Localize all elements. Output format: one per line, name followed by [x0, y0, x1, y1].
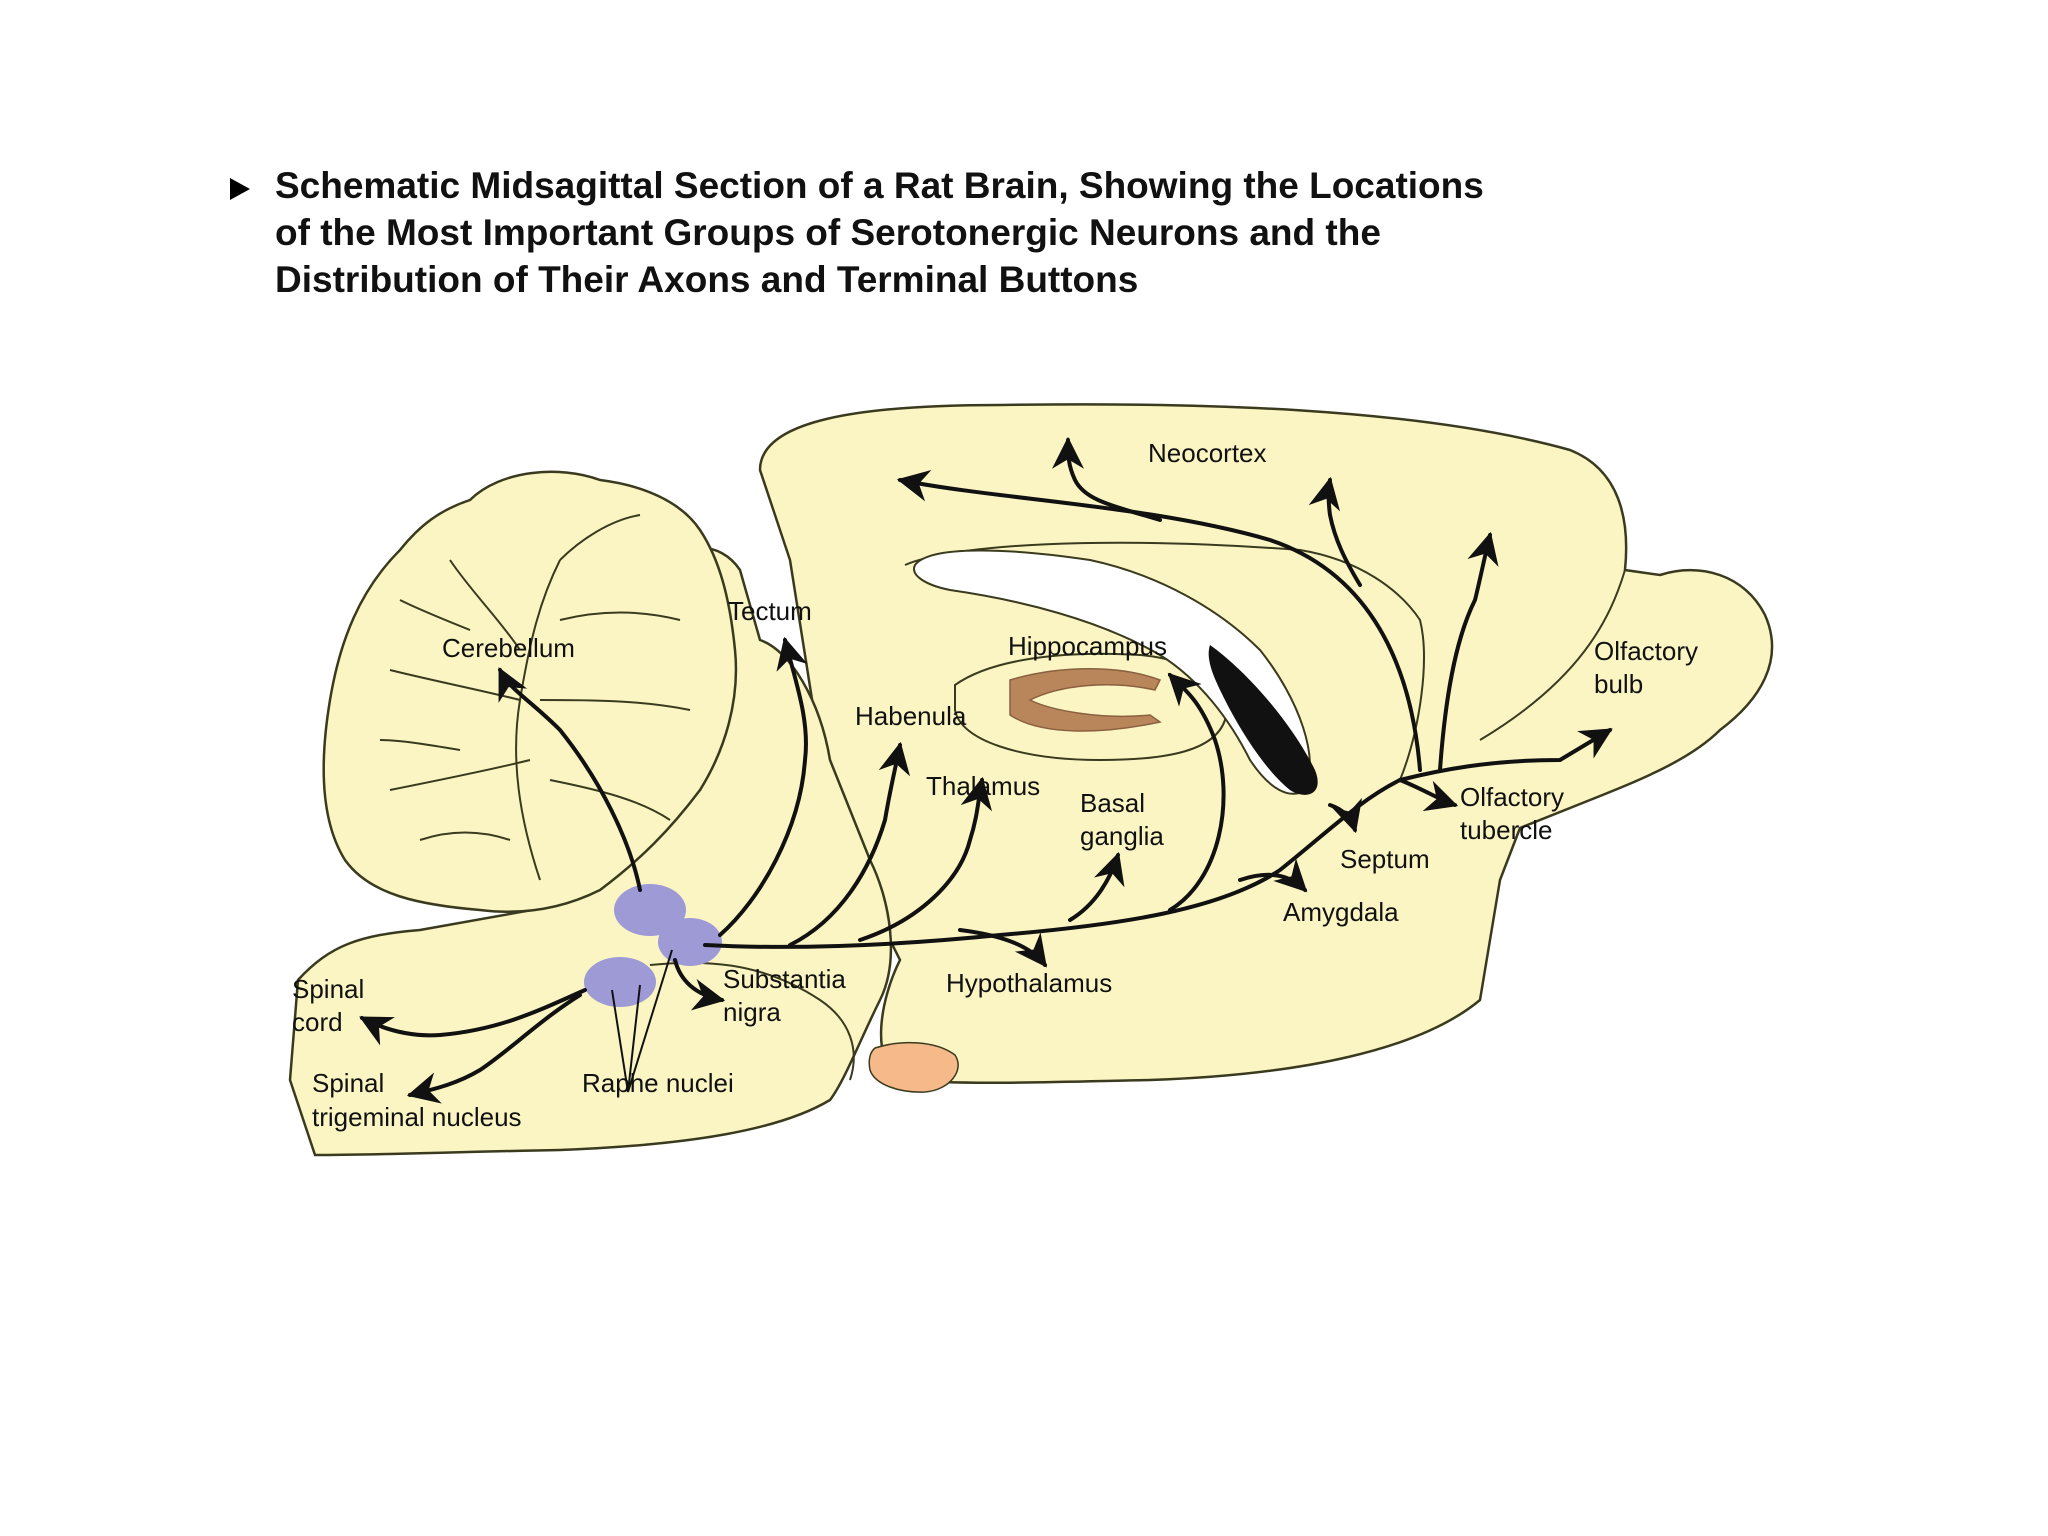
axon-to-septum [1328, 797, 1363, 834]
label-hippocampus: Hippocampus [1008, 631, 1167, 661]
label-basal-ganglia-1: Basal [1080, 788, 1145, 818]
right-triangle-bullet-icon [230, 178, 250, 200]
axon-to-habenula [788, 741, 911, 947]
title-line-1: Schematic Midsagittal Section of a Rat B… [275, 165, 1484, 206]
axon-to-neocortex-mid [1308, 476, 1362, 587]
label-neocortex: Neocortex [1148, 438, 1267, 468]
axon-main-trunk [703, 728, 1613, 949]
pituitary-region [868, 1041, 959, 1093]
label-thalamus: Thalamus [926, 771, 1040, 801]
label-basal-ganglia-2: ganglia [1080, 821, 1164, 851]
label-olfactory-bulb-1: Olfactory [1594, 636, 1698, 666]
title-line-2: of the Most Important Groups of Serotone… [275, 212, 1381, 253]
raphe-nuclei-cluster [584, 884, 722, 1007]
axon-to-spinal-trigeminal-nucleus [406, 993, 582, 1104]
label-substantia-nigra-2: nigra [723, 997, 781, 1027]
axon-to-basal-ganglia [1068, 851, 1125, 922]
label-spinal-trigeminal-2: trigeminal nucleus [312, 1102, 522, 1132]
ventricle-dark-region [1208, 645, 1318, 795]
axon-to-neocortex-rear [896, 469, 1422, 772]
axon-to-tectum [718, 636, 808, 937]
label-habenula: Habenula [855, 701, 967, 731]
title-line-3: Distribution of Their Axons and Terminal… [275, 259, 1139, 300]
label-olfactory-tubercle-1: Olfactory [1460, 782, 1564, 812]
label-amygdala: Amygdala [1283, 897, 1399, 927]
internal-boundaries [649, 541, 1626, 1081]
label-septum: Septum [1340, 844, 1430, 874]
label-raphe-nuclei: Raphe nuclei [582, 1068, 734, 1098]
axon-to-neocortex-front [1438, 531, 1499, 772]
axon-to-neocortex-top [1052, 436, 1162, 522]
axon-to-spinal-cord [359, 988, 587, 1046]
serotonergic-axons [359, 436, 1613, 1104]
label-hypothalamus: Hypothalamus [946, 968, 1112, 998]
label-olfactory-bulb-2: bulb [1594, 669, 1643, 699]
region-labels: Neocortex Tectum Cerebellum Hippocampus … [292, 438, 1698, 1132]
raphe-leader-lines [611, 949, 673, 1093]
axon-to-hypothalamus [958, 928, 1047, 968]
axon-to-amygdala [1238, 858, 1308, 893]
axon-to-thalamus [858, 776, 993, 942]
axon-to-olfactory-tubercle [1398, 778, 1459, 812]
title-text: Schematic Midsagittal Section of a Rat B… [275, 162, 1725, 303]
label-spinal-trigeminal-1: Spinal [312, 1068, 384, 1098]
label-olfactory-tubercle-2: tubercle [1460, 815, 1553, 845]
hippocampus-band [1009, 668, 1162, 732]
label-tectum: Tectum [728, 596, 812, 626]
label-spinal-cord-2: cord [292, 1007, 343, 1037]
axon-to-cerebellum [498, 667, 642, 892]
axon-to-substantia-nigra [673, 958, 726, 1011]
axon-to-hippocampus [1167, 672, 1226, 912]
label-spinal-cord-1: Spinal [292, 974, 364, 1004]
label-substantia-nigra-1: Substantia [723, 964, 846, 994]
label-cerebellum: Cerebellum [442, 633, 575, 663]
